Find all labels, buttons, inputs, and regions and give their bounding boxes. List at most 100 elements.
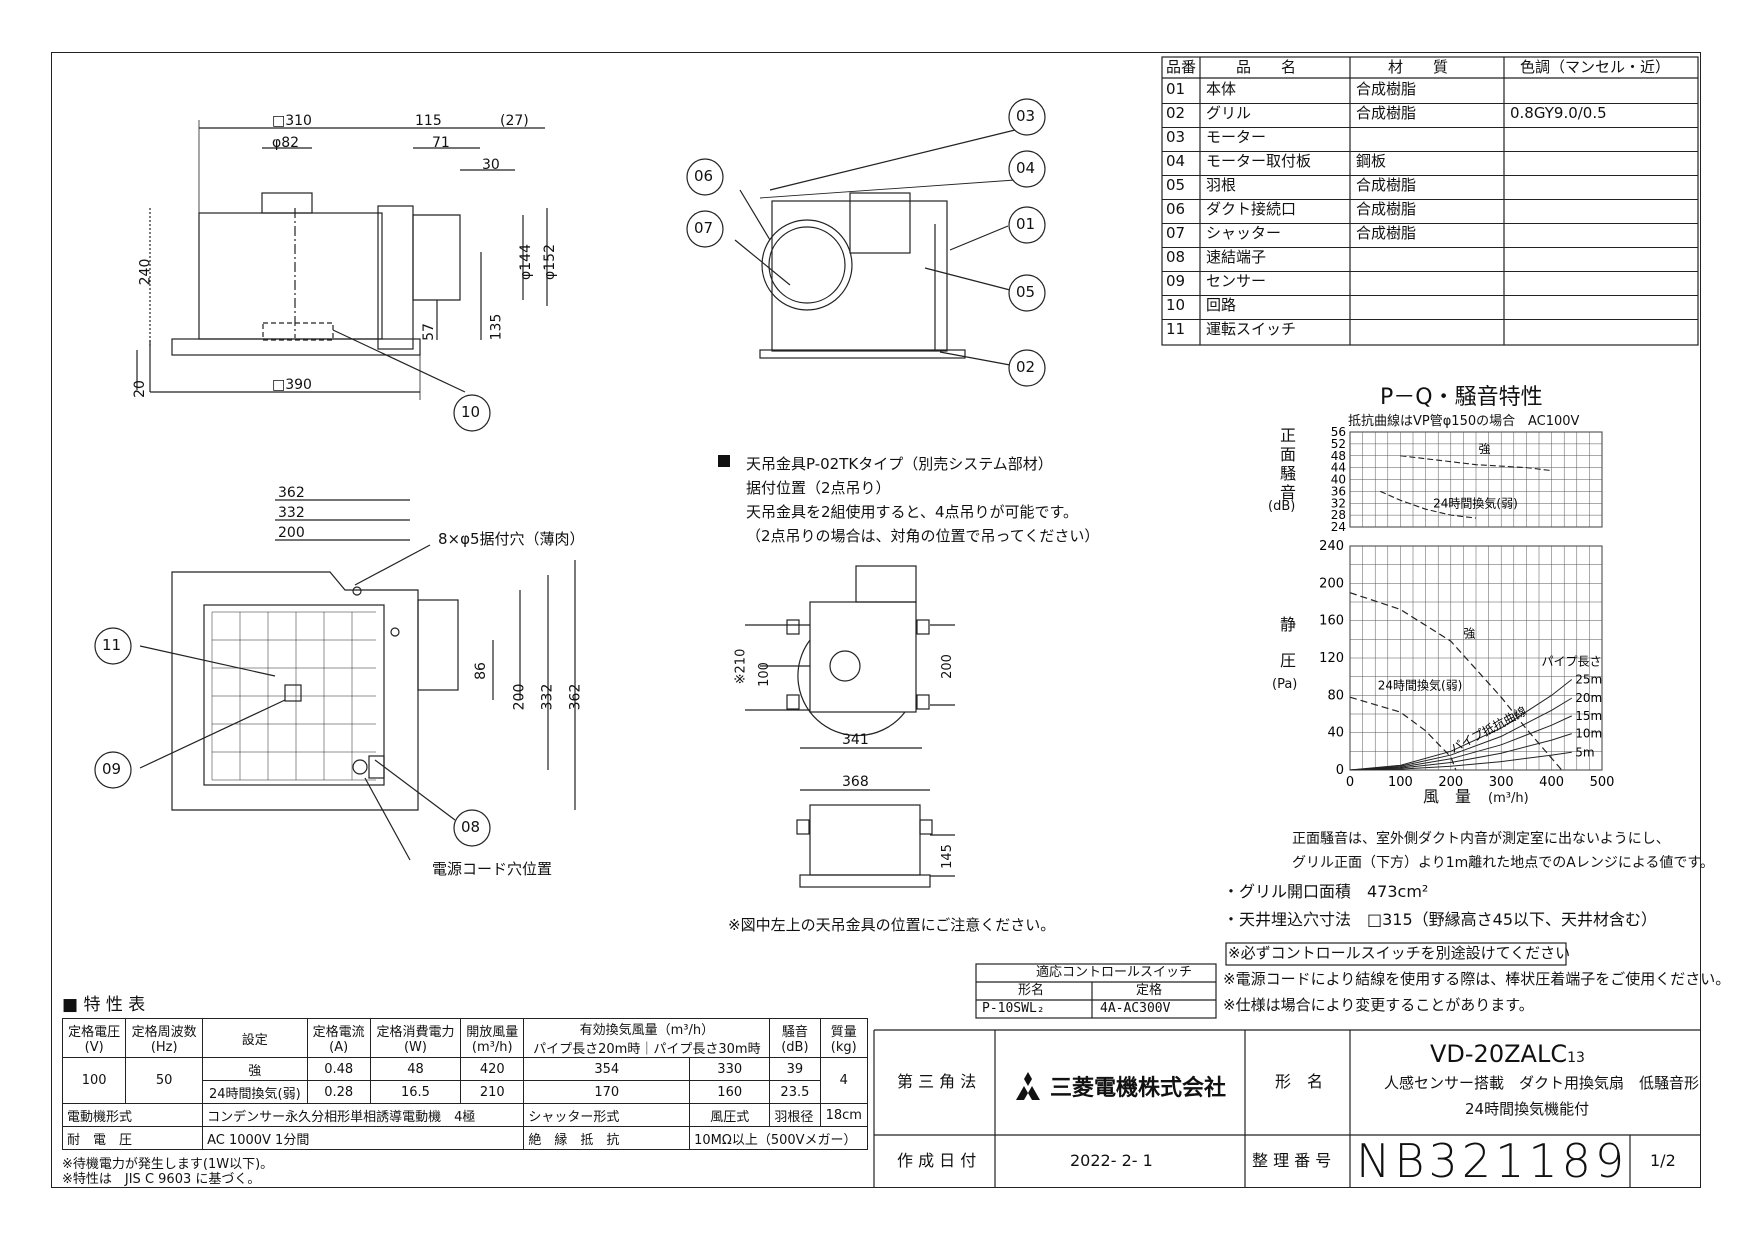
- callout-circle: [1008, 349, 1046, 387]
- dim-phi82: φ82: [272, 135, 300, 151]
- pq-ytick-label: 240: [1319, 539, 1344, 554]
- pq-series-1: [1349, 696, 1457, 771]
- pq-xtick-label: 100: [1388, 775, 1413, 790]
- eff20-strong: 354: [523, 1057, 691, 1081]
- parts-row-divider: [1162, 127, 1698, 128]
- hanger-note-1: 天吊金具P-02TKタイプ（別売システム部材）: [746, 455, 1053, 473]
- parts-cell-r5-c0: 06: [1166, 200, 1186, 218]
- note-switch: ※必ずコントロールスイッチを別途設けてください: [1228, 944, 1571, 962]
- date-value: 2022- 2- 1: [1070, 1151, 1153, 1170]
- callout-01: 01: [1016, 215, 1036, 233]
- h-mass: 質量(kg): [819, 1018, 868, 1058]
- pipe-curve-3: [1349, 733, 1572, 771]
- noise-strong: 39: [769, 1057, 821, 1081]
- parts-cell-r3-c2: 鋼板: [1356, 152, 1387, 170]
- pq-xtick-label: 300: [1489, 775, 1514, 790]
- mass-value: 4: [819, 1057, 868, 1104]
- model-desc-1: 人感センサー搭載 ダクト用換気扇 低騒音形: [1384, 1074, 1700, 1092]
- pq-ytick-label: 200: [1319, 576, 1344, 591]
- pressure-unit: (Pa): [1272, 677, 1298, 692]
- noise-unit: (dB): [1268, 499, 1296, 514]
- dim-top-362: 362: [278, 485, 305, 501]
- pq-subtitle: 抵抗曲線はVP管φ150の場合: [1348, 414, 1516, 429]
- parts-cell-r7-c1: 速結端子: [1206, 248, 1267, 266]
- withstand-label: 耐 電 圧: [61, 1126, 204, 1150]
- callout-circle: [94, 751, 132, 789]
- front-view-drawing: [734, 129, 1016, 366]
- parts-row-divider: [1162, 247, 1698, 248]
- callout-circle: [686, 210, 724, 248]
- callout-04: 04: [1016, 159, 1036, 177]
- callout-circle: [1008, 206, 1046, 244]
- noise-tick-label: 32: [1331, 496, 1346, 510]
- insulation-value: 10MΩ以上（500Vメガー）: [689, 1126, 868, 1150]
- voltage-value: 100: [61, 1057, 127, 1104]
- pq-title: P－Q・騒音特性: [1380, 385, 1543, 410]
- parts-cell-r2-c0: 03: [1166, 128, 1186, 146]
- pq-xlabel: 風 量: [1423, 787, 1472, 806]
- parts-cell-r3-c1: モーター取付板: [1206, 152, 1312, 170]
- parts-cell-r10-c1: 運転スイッチ: [1206, 320, 1297, 338]
- note-spec: ※仕様は場合により変更することがあります。: [1223, 996, 1534, 1014]
- power-24h: 16.5: [369, 1080, 462, 1104]
- parts-cell-r3-c0: 04: [1166, 152, 1186, 170]
- setting-24h: 24時間換気(弱): [202, 1080, 308, 1104]
- open-24h: 210: [460, 1080, 525, 1104]
- setting-strong: 強: [202, 1057, 308, 1081]
- power-cord-hole-label: 電源コード穴位置: [432, 860, 553, 878]
- noise-tick-label: 44: [1331, 461, 1346, 475]
- noise-tick-label: 52: [1331, 437, 1346, 451]
- dim-115: 115: [415, 113, 442, 129]
- eff20-24h: 170: [523, 1080, 691, 1104]
- callout-08: 08: [461, 818, 481, 836]
- noise-tick-label: 40: [1331, 473, 1346, 487]
- parts-cell-r1-c1: グリル: [1206, 104, 1252, 122]
- note-noise-1: 正面騒音は、室外側ダクト内音が測定室に出ないようにし、: [1292, 831, 1670, 847]
- parts-cell-r4-c1: 羽根: [1206, 176, 1237, 194]
- docno-value: NB321189: [1356, 1134, 1629, 1188]
- side-view-drawing: [136, 120, 548, 400]
- control-switch-col2: 定格: [1136, 983, 1163, 998]
- note-ceiling: ・天井埋込穴寸法 □315（野縁高さ45以下、天井材含む）: [1223, 910, 1658, 929]
- noise-tick-label: 48: [1331, 449, 1346, 463]
- dim-top-200: 200: [278, 525, 305, 541]
- eff30-strong: 330: [689, 1057, 771, 1081]
- parts-header-3: 色調（マンセル・近）: [1520, 58, 1671, 76]
- noise-tick-label: 56: [1331, 425, 1346, 439]
- hanger-note-3: 天吊金具を2組使用すると、4点吊りが可能です。: [746, 503, 1078, 521]
- parts-cell-r5-c1: ダクト接続口: [1206, 200, 1297, 218]
- current-24h: 0.28: [306, 1080, 371, 1104]
- noise-label-strong: 強: [1479, 442, 1491, 456]
- noise-series-0: [1400, 455, 1552, 472]
- blade-value: 18cm: [819, 1103, 868, 1127]
- callout-11: 11: [102, 636, 122, 654]
- spec-table-title: ■ 特 性 表: [62, 995, 146, 1015]
- callout-06: 06: [694, 167, 714, 185]
- noise-label-24h: 24時間換気(弱): [1433, 496, 1518, 511]
- parts-row-divider: [1162, 151, 1698, 152]
- date-label: 作 成 日 付: [897, 1151, 977, 1170]
- dim-71: 71: [432, 135, 450, 151]
- dim-top-332: 332: [278, 505, 305, 521]
- insulation-label: 絶 縁 抵 抗: [523, 1126, 691, 1150]
- pressure-ylabel-2: 圧: [1280, 651, 1297, 670]
- withstand-value: AC 1000V 1分間: [202, 1126, 525, 1150]
- parts-cell-r9-c0: 10: [1166, 296, 1186, 314]
- callout-09: 09: [102, 760, 122, 778]
- company-name: 三菱電機株式会社: [1050, 1076, 1227, 1101]
- pipe-length-label: 15m: [1575, 709, 1602, 723]
- hanger-note-4: （2点吊りの場合は、対角の位置で吊ってください）: [746, 527, 1100, 545]
- model-number: VD-20ZALC13: [1430, 1040, 1585, 1068]
- control-switch-col1: 形名: [1018, 983, 1045, 998]
- dim-27: (27): [500, 113, 529, 129]
- spec-foot-1: ※待機電力が発生します(1W以下)。: [62, 1157, 274, 1172]
- note-grille: ・グリル開口面積 473cm²: [1223, 882, 1429, 901]
- parts-cell-r6-c2: 合成樹脂: [1356, 224, 1417, 242]
- model-label: 形 名: [1275, 1072, 1324, 1091]
- callout-circle: [94, 627, 132, 665]
- title-block-lines: [873, 942, 1701, 1188]
- parts-cell-r6-c1: シャッター: [1206, 224, 1282, 242]
- parts-cell-r10-c0: 11: [1166, 320, 1186, 338]
- h-power: 定格消費電力(W): [369, 1018, 462, 1058]
- parts-cell-r4-c0: 05: [1166, 176, 1186, 194]
